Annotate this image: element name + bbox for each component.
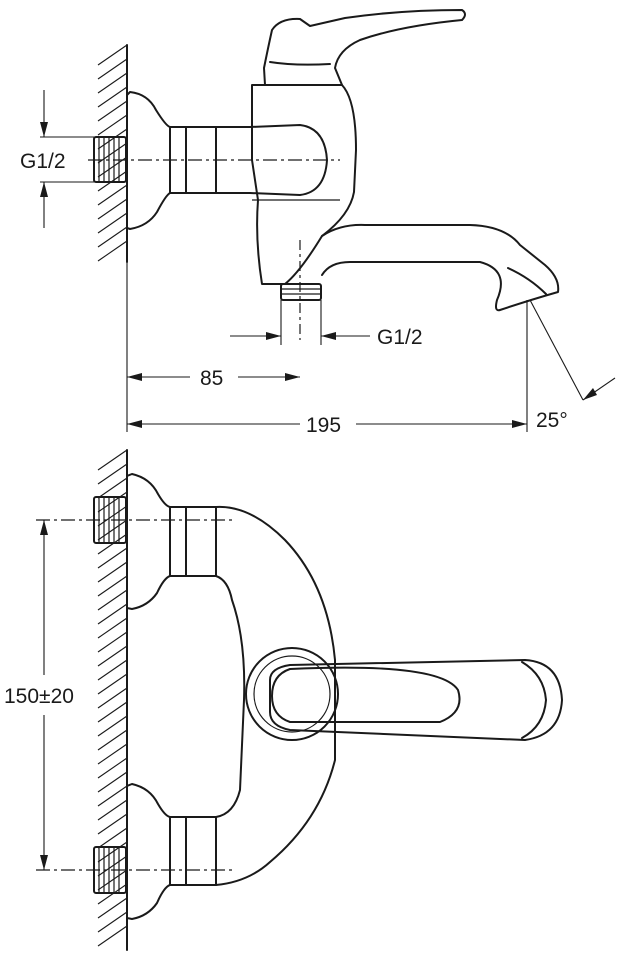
dim-label-centers: 150±20 [4, 685, 74, 708]
wall-hatch-line [97, 463, 128, 485]
lever-handle-front [245, 647, 563, 741]
mixer-body-front [215, 505, 336, 886]
wall-hatch-line [97, 491, 128, 513]
dim-label-angle: 25° [536, 409, 568, 432]
dim-thread-outlet: G1/2 [230, 300, 423, 349]
wall-hatch-line [97, 841, 128, 863]
wall-hatch-line [97, 86, 128, 108]
wall-hatch-line [97, 813, 128, 835]
escutcheon-lower [126, 783, 171, 920]
wall-hatch-line [97, 114, 128, 136]
wall-hatch-line [97, 729, 128, 751]
wall-hatch-line [97, 827, 128, 849]
wall-hatch-line [97, 855, 128, 877]
wall-hatch-line [97, 519, 128, 541]
wall-hatch-line [97, 240, 128, 262]
wall-hatch-line [97, 659, 128, 681]
wall-hatch-line [97, 142, 128, 164]
wall-top [97, 44, 128, 263]
wall-hatch-line [97, 561, 128, 583]
front-view [36, 449, 563, 951]
wall-hatch-line [97, 645, 128, 667]
wall-hatch-line [97, 212, 128, 234]
wall-hatch-line [97, 72, 128, 94]
dim-label-195: 195 [306, 414, 341, 437]
wall-hatch-line [97, 771, 128, 793]
wall-hatch-line [97, 701, 128, 723]
wall-hatch-line [97, 505, 128, 527]
outlet-thread [280, 283, 322, 301]
wall-hatch-line [97, 687, 128, 709]
dim-label-thread-top: G1/2 [20, 150, 66, 173]
wall-hatch-line [97, 449, 128, 471]
lever-handle-side [263, 9, 466, 86]
mixer-body-side [251, 84, 357, 285]
wall-hatch-line [97, 226, 128, 248]
wall-hatch-line [97, 58, 128, 80]
wall-bottom [97, 449, 128, 951]
dim-195: 195 [127, 300, 528, 437]
wall-hatch-line [97, 575, 128, 597]
wall-hatch-line [97, 100, 128, 122]
wall-hatch-line [97, 925, 128, 947]
wall-hatch-line [97, 547, 128, 569]
dim-label-thread-outlet: G1/2 [377, 326, 423, 349]
nut-lower [169, 816, 217, 886]
dim-thread-top: G1/2 [20, 90, 95, 228]
wall-hatch-line [97, 897, 128, 919]
wall-hatch-line [97, 184, 128, 206]
wall-hatch-line [97, 869, 128, 891]
wall-hatch-line [97, 757, 128, 779]
wall-hatch-line [97, 743, 128, 765]
wall-hatch-line [97, 631, 128, 653]
wall-hatch-line [97, 603, 128, 625]
dim-label-85: 85 [200, 367, 223, 390]
side-view [88, 9, 560, 340]
wall-hatch-line [97, 44, 128, 66]
dim-centers: 150±20 [4, 520, 74, 870]
wall-hatch-line [97, 799, 128, 821]
wall-hatch-line [97, 128, 128, 150]
wall-hatch-line [97, 198, 128, 220]
wall-hatch-line [97, 477, 128, 499]
dim-85: 85 [126, 262, 300, 432]
spout-side [321, 223, 560, 312]
wall-hatch-line [97, 911, 128, 933]
nut-upper [169, 506, 217, 577]
wall-hatch-line [97, 785, 128, 807]
escutcheon-upper [126, 473, 171, 610]
wall-hatch-line [97, 715, 128, 737]
wall-hatch-line [97, 617, 128, 639]
wall-hatch-line [97, 589, 128, 611]
wall-hatch-line [97, 673, 128, 695]
dim-angle: 25° [529, 299, 616, 432]
